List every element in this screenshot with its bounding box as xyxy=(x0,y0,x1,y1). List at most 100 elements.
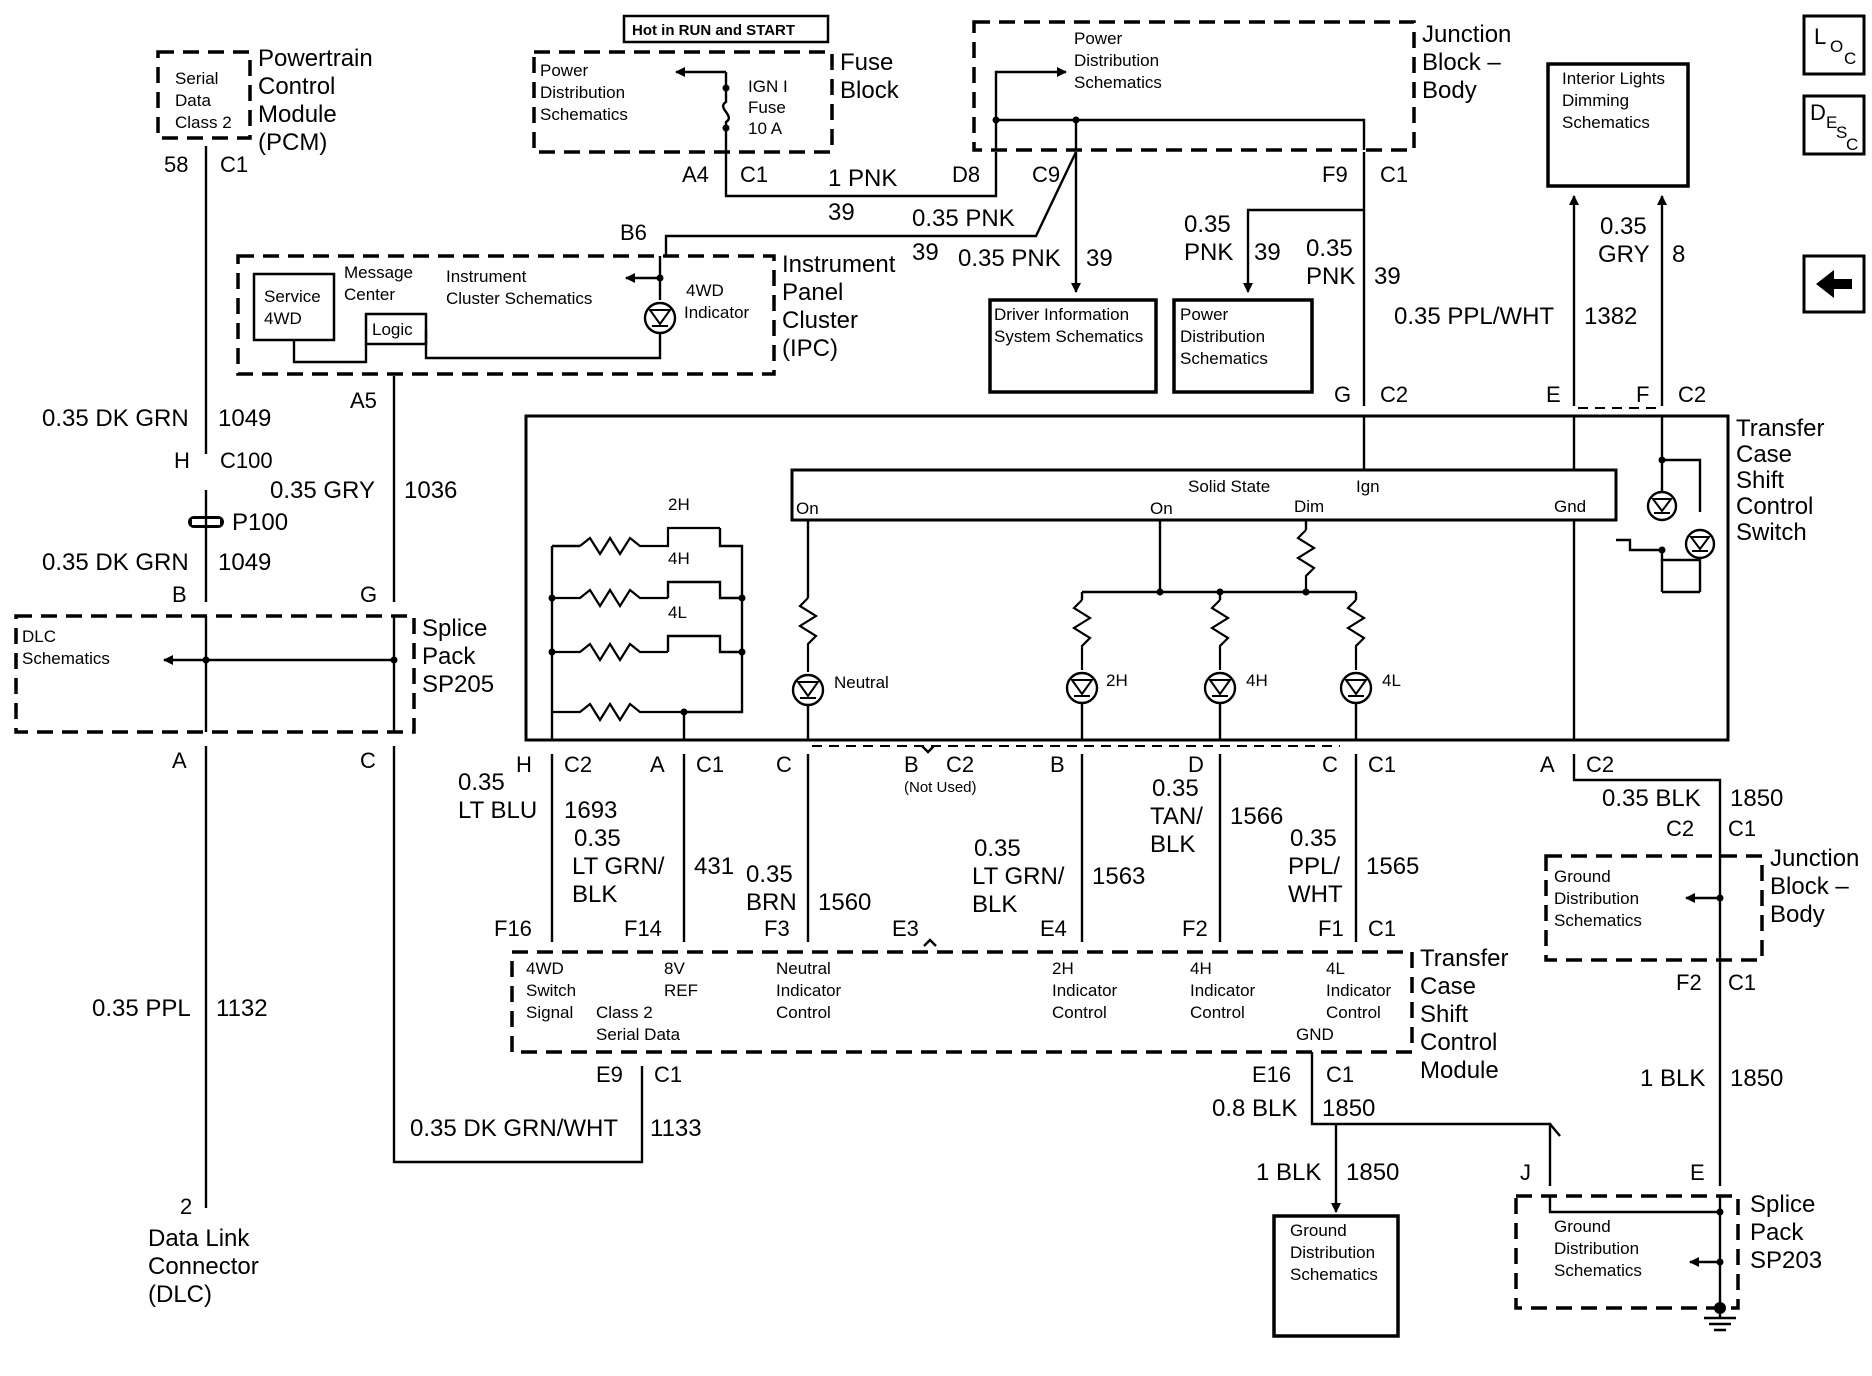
diagram-label: F9 xyxy=(1322,162,1348,187)
diagram-label: On xyxy=(796,499,819,518)
diagram-label: 1850 xyxy=(1730,1065,1783,1092)
diagram-label: 0.35 PNK xyxy=(912,205,1015,232)
diagram-label: 39 xyxy=(1254,239,1281,266)
diagram-label: A5 xyxy=(350,388,377,413)
diagram-label: Schematics xyxy=(22,649,110,668)
diagram-label: Distribution xyxy=(540,83,625,102)
diagram-label: Distribution xyxy=(1074,51,1159,70)
lamp-icon xyxy=(791,673,825,707)
diagram-label: F3 xyxy=(764,916,790,941)
diagram-label: C1 xyxy=(1380,162,1408,187)
diagram-label: C1 xyxy=(696,752,724,777)
diagram-label: 39 xyxy=(828,199,855,226)
diagram-label: 1566 xyxy=(1230,803,1283,830)
power-feed-wires: 1 PNK 39 0.35 PNK 39 0.35 PNK 39 0.35 PN… xyxy=(664,151,1401,406)
diagram-label: A4 xyxy=(682,162,709,187)
diagram-label: Gnd xyxy=(1554,497,1586,516)
diagram-label: Pack xyxy=(422,643,476,670)
diagram-label: C xyxy=(1846,135,1858,154)
diagram-label: 431 xyxy=(694,853,734,880)
diagram-label: 4H xyxy=(1190,959,1212,978)
diagram-label: 0.35 PPL xyxy=(92,995,191,1022)
diagram-label: 4WD xyxy=(686,281,724,300)
diagram-label: IGN I xyxy=(748,77,788,96)
diagram-label: D xyxy=(1188,752,1204,777)
diagram-label: Block – xyxy=(1422,49,1501,76)
diagram-label: Distribution xyxy=(1290,1243,1375,1262)
diagram-label: GND xyxy=(1296,1025,1334,1044)
diagram-label: (DLC) xyxy=(148,1281,212,1308)
diagram-label: E xyxy=(1826,113,1837,132)
diagram-label: C1 xyxy=(220,152,248,177)
diagram-label: P100 xyxy=(232,509,288,536)
diagram-label: J xyxy=(1520,1160,1531,1185)
diagram-label: F14 xyxy=(624,916,662,941)
diagram-label: 1565 xyxy=(1366,853,1419,880)
diagram-label: Transfer xyxy=(1736,415,1824,442)
diagram-label: 4L xyxy=(1326,959,1345,978)
diagram-label: DLC xyxy=(22,627,56,646)
loc-button[interactable]: L O C xyxy=(1802,14,1866,76)
diagram-label: Block xyxy=(840,77,900,104)
diagram-label: 2H xyxy=(668,495,690,514)
diagram-label: Ground xyxy=(1290,1221,1347,1240)
diagram-label: Fuse xyxy=(840,49,893,76)
diagram-label: Body xyxy=(1422,77,1477,104)
diagram-label: 1850 xyxy=(1730,785,1783,812)
diagram-label: 1 PNK xyxy=(828,165,897,192)
diagram-label: Pack xyxy=(1750,1219,1804,1246)
diagram-label: Instrument xyxy=(446,267,527,286)
diagram-label: Service xyxy=(264,287,321,306)
diagram-label: C100 xyxy=(220,448,273,473)
diagram-label: L xyxy=(1814,24,1826,49)
diagram-label: E9 xyxy=(596,1062,623,1087)
diagram-label: 1132 xyxy=(216,995,268,1022)
diagram-label: 4WD xyxy=(264,309,302,328)
lamp-icon xyxy=(1065,671,1099,705)
diagram-label: 0.8 BLK xyxy=(1212,1095,1297,1122)
diagram-label: G xyxy=(360,582,377,607)
diagram-label: Body xyxy=(1770,901,1825,928)
diagram-label: Dim xyxy=(1294,497,1324,516)
diagram-label: Center xyxy=(344,285,395,304)
diagram-label: Schematics xyxy=(540,105,628,124)
diagram-label: 1560 xyxy=(818,889,871,916)
diagram-label: Schematics xyxy=(1562,113,1650,132)
diagram-label: On xyxy=(1150,499,1173,518)
diagram-label: 4L xyxy=(1382,671,1401,690)
fuse-hot-banner: Hot in RUN and START xyxy=(632,22,795,39)
diagram-label: Power xyxy=(1180,305,1229,324)
diagram-label: C1 xyxy=(740,162,768,187)
diagram-label: Ign xyxy=(1356,477,1380,496)
diagram-label: C2 xyxy=(1678,382,1706,407)
lamp-icon xyxy=(1203,671,1237,705)
diagram-label: C1 xyxy=(1368,916,1396,941)
diagram-label: B6 xyxy=(620,220,647,245)
desc-button[interactable]: D E S C xyxy=(1802,94,1866,156)
diagram-label: C9 xyxy=(1032,162,1060,187)
diagram-label: F16 xyxy=(494,916,532,941)
diagram-label: Case xyxy=(1420,973,1476,1000)
diagram-label: C1 xyxy=(1728,816,1756,841)
diagram-label: 0.35 GRY xyxy=(270,477,375,504)
diagram-label: G xyxy=(1334,382,1351,407)
diagram-label: Control xyxy=(258,73,335,100)
diagram-label: BLK xyxy=(1150,831,1195,858)
diagram-label: SP205 xyxy=(422,671,494,698)
diagram-label: D xyxy=(1810,100,1826,125)
diagram-label: C2 xyxy=(1666,816,1694,841)
back-button[interactable] xyxy=(1802,254,1866,314)
diagram-label: C1 xyxy=(654,1062,682,1087)
diagram-label: E4 xyxy=(1040,916,1067,941)
ground-icon xyxy=(1704,1308,1736,1332)
diagram-label: (Not Used) xyxy=(904,779,977,796)
diagram-label: 1049 xyxy=(218,549,271,576)
diagram-label: Distribution xyxy=(1554,1239,1639,1258)
diagram-label: B xyxy=(1050,752,1065,777)
diagram-label: Powertrain xyxy=(258,45,373,72)
diagram-label: C xyxy=(1844,49,1856,68)
diagram-label: 4H xyxy=(1246,671,1268,690)
arrow-left-icon xyxy=(1816,270,1852,298)
diagram-label: 2 xyxy=(180,1194,192,1219)
diagram-label: PPL/ xyxy=(1288,853,1340,880)
